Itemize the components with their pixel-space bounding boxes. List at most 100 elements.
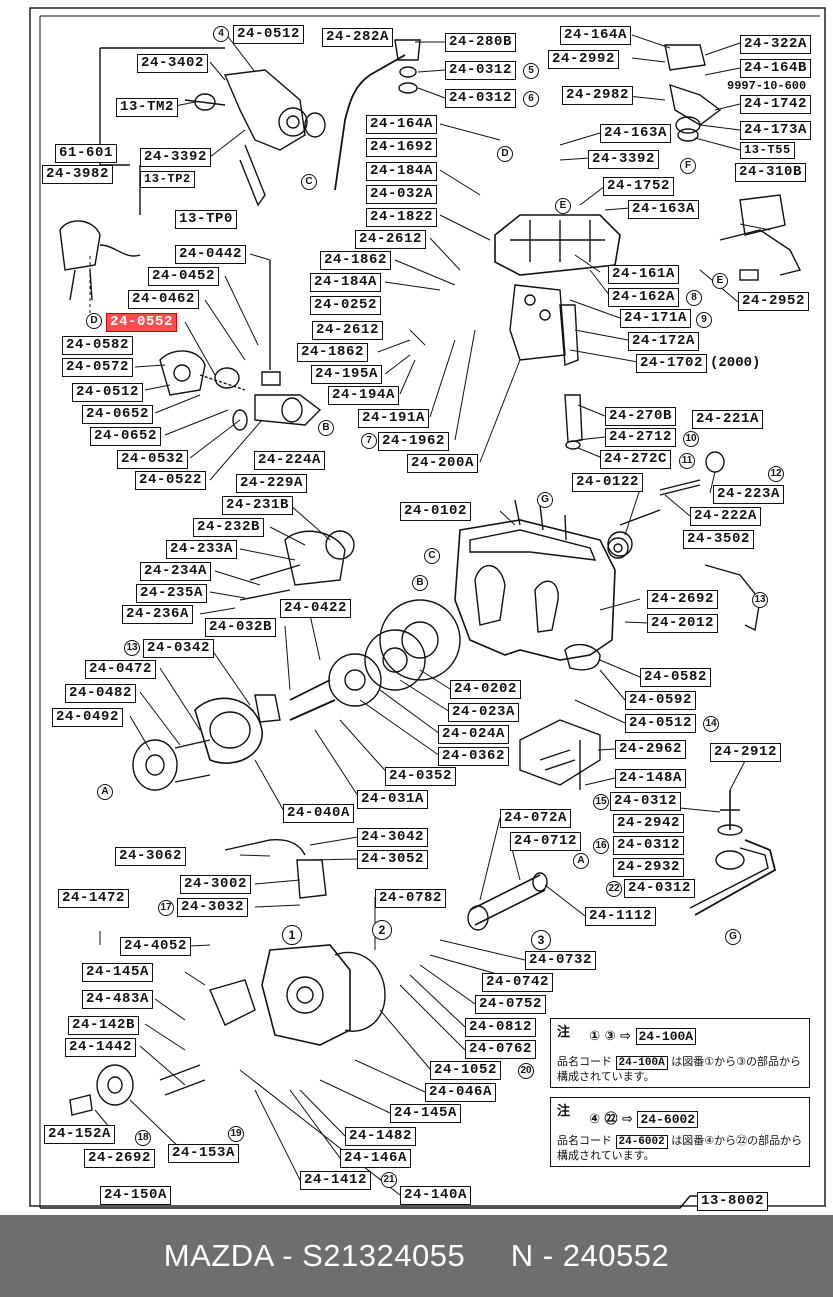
part-label-24-4052[interactable]: 24-4052 (120, 937, 192, 956)
part-label-24-223A[interactable]: 24-223A (713, 485, 785, 504)
part-label-24-195A[interactable]: 24-195A (311, 365, 383, 384)
part-label-24-0592[interactable]: 24-0592 (625, 691, 697, 710)
part-label-24-282A[interactable]: 24-282A (322, 28, 394, 47)
part-label-24-0352[interactable]: 24-0352 (385, 767, 457, 786)
part-label-24-171A[interactable]: 24-171A (620, 309, 692, 328)
part-label-24-2692[interactable]: 24-2692 (84, 1149, 156, 1168)
part-label-24-1742[interactable]: 24-1742 (740, 95, 812, 114)
part-label-24-221A[interactable]: 24-221A (692, 410, 764, 429)
part-label-24-164A[interactable]: 24-164A (560, 26, 632, 45)
part-label-24-162A[interactable]: 24-162A (608, 288, 680, 307)
part-label-24-0252[interactable]: 24-0252 (310, 296, 382, 315)
part-label-24-140A[interactable]: 24-140A (400, 1186, 472, 1205)
part-label-24-231B[interactable]: 24-231B (222, 496, 294, 515)
part-label-24-0532[interactable]: 24-0532 (117, 450, 189, 469)
part-label-24-173A[interactable]: 24-173A (740, 121, 812, 140)
part-label-24-184A[interactable]: 24-184A (366, 162, 438, 181)
part-label-24-1112[interactable]: 24-1112 (585, 907, 657, 926)
part-label-24-1702[interactable]: 24-1702 (636, 354, 708, 373)
part-label-24-0442[interactable]: 24-0442 (175, 245, 247, 264)
part-label-24-0482[interactable]: 24-0482 (65, 684, 137, 703)
part-label-24-1862[interactable]: 24-1862 (297, 343, 369, 362)
part-label-24-0512[interactable]: 24-0512 (625, 714, 697, 733)
part-label-24-483A[interactable]: 24-483A (82, 990, 154, 1009)
part-label-24-142B[interactable]: 24-142B (68, 1016, 140, 1035)
part-label-61-601[interactable]: 61-601 (55, 144, 118, 163)
part-label-24-310B[interactable]: 24-310B (735, 163, 807, 182)
part-label-24-0712[interactable]: 24-0712 (510, 832, 582, 851)
part-label-24-2612[interactable]: 24-2612 (312, 321, 384, 340)
part-label-24-0362[interactable]: 24-0362 (438, 747, 510, 766)
part-label-24-194A[interactable]: 24-194A (328, 386, 400, 405)
part-label-24-222A[interactable]: 24-222A (690, 507, 762, 526)
part-label-24-0732[interactable]: 24-0732 (525, 951, 597, 970)
part-label-24-148A[interactable]: 24-148A (615, 769, 687, 788)
part-label-24-0512[interactable]: 24-0512 (233, 25, 305, 44)
part-label-24-1962[interactable]: 24-1962 (378, 432, 450, 451)
part-label-13-TP0[interactable]: 13-TP0 (175, 210, 238, 229)
part-label-24-2612[interactable]: 24-2612 (355, 230, 427, 249)
part-label-24-3042[interactable]: 24-3042 (357, 828, 429, 847)
part-label-24-031A[interactable]: 24-031A (357, 790, 429, 809)
part-label-24-191A[interactable]: 24-191A (358, 409, 430, 428)
part-label-24-145A[interactable]: 24-145A (82, 963, 154, 982)
part-label-24-172A[interactable]: 24-172A (628, 332, 700, 351)
part-label-24-161A[interactable]: 24-161A (608, 265, 680, 284)
part-label-24-0312[interactable]: 24-0312 (624, 879, 696, 898)
note-assembly-code[interactable]: 24-6002 (637, 1111, 699, 1128)
part-label-13-TM2[interactable]: 13-TM2 (116, 98, 179, 117)
part-label-24-224A[interactable]: 24-224A (254, 451, 326, 470)
part-label-24-024A[interactable]: 24-024A (438, 725, 510, 744)
note-code-inline[interactable]: 24-100A (615, 1056, 668, 1070)
part-label-24-0312[interactable]: 24-0312 (445, 61, 517, 80)
part-label-13-TP2[interactable]: 13-TP2 (140, 171, 195, 188)
part-label-24-3402[interactable]: 24-3402 (137, 54, 209, 73)
part-label-24-1862[interactable]: 24-1862 (320, 251, 392, 270)
part-label-24-3392[interactable]: 24-3392 (140, 148, 212, 167)
part-label-24-032B[interactable]: 24-032B (205, 618, 277, 637)
part-label-24-236A[interactable]: 24-236A (122, 605, 194, 624)
part-label-24-0492[interactable]: 24-0492 (52, 708, 124, 727)
part-label-24-2712[interactable]: 24-2712 (605, 428, 677, 447)
part-label-24-2982[interactable]: 24-2982 (562, 86, 634, 105)
part-label-24-3982[interactable]: 24-3982 (42, 165, 114, 184)
part-label-24-2952[interactable]: 24-2952 (738, 292, 810, 311)
part-label-24-229A[interactable]: 24-229A (236, 474, 308, 493)
part-label-24-200A[interactable]: 24-200A (407, 454, 479, 473)
part-label-24-0312[interactable]: 24-0312 (613, 836, 685, 855)
note-assembly-code[interactable]: 24-100A (635, 1028, 697, 1045)
part-label-24-0462[interactable]: 24-0462 (128, 290, 200, 309)
part-label-24-0762[interactable]: 24-0762 (465, 1040, 537, 1059)
part-label-24-0572[interactable]: 24-0572 (62, 358, 134, 377)
part-label-24-233A[interactable]: 24-233A (166, 540, 238, 559)
part-label-24-0202[interactable]: 24-0202 (450, 680, 522, 699)
part-label-24-270B[interactable]: 24-270B (605, 407, 677, 426)
part-label-24-1442[interactable]: 24-1442 (65, 1038, 137, 1057)
part-label-24-272C[interactable]: 24-272C (600, 450, 672, 469)
part-label-24-1752[interactable]: 24-1752 (603, 177, 675, 196)
part-label-24-0512[interactable]: 24-0512 (72, 383, 144, 402)
note-code-inline[interactable]: 24-6002 (615, 1135, 668, 1149)
part-label-24-2942[interactable]: 24-2942 (613, 814, 685, 833)
part-label-13-8002[interactable]: 13-8002 (697, 1192, 769, 1211)
part-label-24-152A[interactable]: 24-152A (44, 1125, 116, 1144)
part-label-24-1052[interactable]: 24-1052 (430, 1061, 502, 1080)
part-label-24-0552-highlighted[interactable]: 24-0552 (106, 313, 178, 332)
part-label-24-163A[interactable]: 24-163A (628, 200, 700, 219)
part-label-24-1412[interactable]: 24-1412 (300, 1171, 372, 1190)
part-label-24-3502[interactable]: 24-3502 (683, 530, 755, 549)
part-label-24-0812[interactable]: 24-0812 (465, 1018, 537, 1037)
part-label-24-150A[interactable]: 24-150A (100, 1186, 172, 1205)
part-label-24-0782[interactable]: 24-0782 (375, 889, 447, 908)
part-label-24-235A[interactable]: 24-235A (136, 584, 208, 603)
part-label-24-0422[interactable]: 24-0422 (280, 599, 352, 618)
part-label-24-2012[interactable]: 24-2012 (647, 614, 719, 633)
part-label-24-1692[interactable]: 24-1692 (366, 138, 438, 157)
part-label-24-0452[interactable]: 24-0452 (148, 267, 220, 286)
part-label-24-3052[interactable]: 24-3052 (357, 850, 429, 869)
part-label-9997-10-600[interactable]: 9997-10-600 (727, 79, 807, 93)
part-label-24-1472[interactable]: 24-1472 (58, 889, 130, 908)
part-label-24-153A[interactable]: 24-153A (168, 1144, 240, 1163)
part-label-24-0122[interactable]: 24-0122 (572, 473, 644, 492)
part-label-24-2962[interactable]: 24-2962 (615, 740, 687, 759)
